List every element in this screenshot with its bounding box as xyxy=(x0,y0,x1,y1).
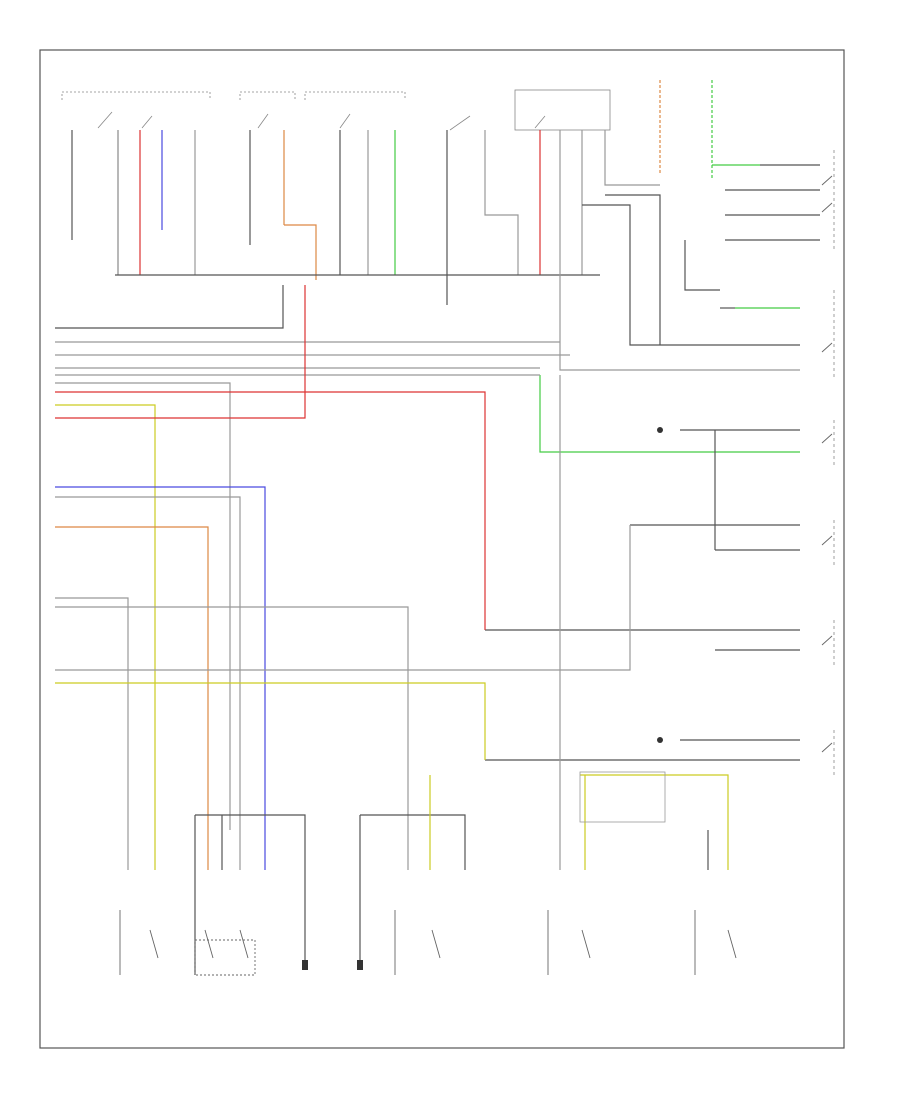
right-switch-contacts xyxy=(821,175,833,753)
top-component-4 xyxy=(449,115,471,131)
bottom-wires xyxy=(194,375,729,975)
bottom-grounds xyxy=(302,960,363,970)
diagram-frame xyxy=(39,49,845,1049)
note-box xyxy=(579,771,666,823)
top-component-2 xyxy=(239,91,296,129)
top-component-1 xyxy=(61,91,211,129)
top-component-5 xyxy=(514,89,611,131)
top-component-3 xyxy=(304,91,406,129)
top-wires xyxy=(71,80,713,305)
bottom-switch-groups xyxy=(119,910,737,976)
left-bundle-wires xyxy=(55,285,631,870)
right-grounds xyxy=(657,427,663,743)
right-switch-wires xyxy=(485,164,820,761)
